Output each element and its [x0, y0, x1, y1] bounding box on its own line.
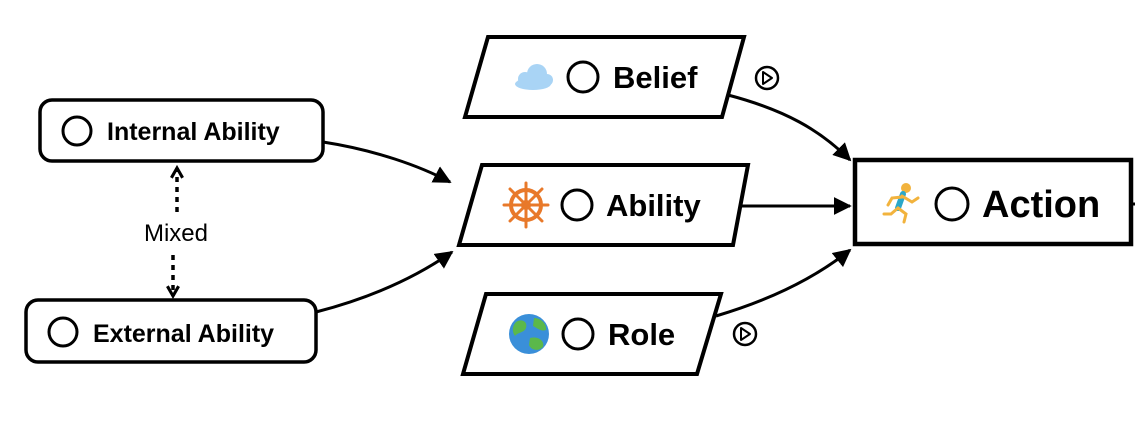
edge-belief-to-action — [727, 93, 852, 162]
ship-wheel-icon — [502, 181, 550, 229]
node-label: Internal Ability — [107, 118, 280, 146]
radio-icon[interactable] — [560, 188, 594, 222]
edge-internal-to-ability — [322, 140, 452, 184]
node-action[interactable]: Action — [852, 157, 1134, 247]
edge-external-to-ability — [315, 250, 454, 314]
radio-icon[interactable] — [47, 316, 79, 348]
node-internal-ability[interactable]: Internal Ability — [38, 98, 325, 163]
node-external-ability[interactable]: External Ability — [24, 298, 318, 364]
edge-role-to-action — [715, 248, 852, 318]
node-belief[interactable]: Belief — [462, 35, 747, 119]
node-role[interactable]: Role — [460, 292, 724, 376]
node-label: Belief — [613, 60, 698, 95]
node-label: External Ability — [93, 320, 274, 348]
radio-icon[interactable] — [561, 317, 595, 351]
cloud-icon — [515, 64, 553, 90]
node-label: Role — [608, 317, 675, 352]
radio-icon[interactable] — [934, 186, 970, 222]
radio-icon[interactable] — [566, 60, 600, 94]
node-label: Action — [982, 184, 1100, 226]
node-ability[interactable]: Ability — [456, 163, 751, 247]
play-icon[interactable] — [732, 321, 758, 347]
radio-icon[interactable] — [61, 115, 93, 147]
running-person-icon — [882, 183, 920, 224]
relation-label-mixed: Mixed — [144, 220, 208, 247]
node-label: Ability — [606, 188, 701, 223]
play-icon[interactable] — [754, 65, 780, 91]
globe-icon — [509, 314, 549, 354]
